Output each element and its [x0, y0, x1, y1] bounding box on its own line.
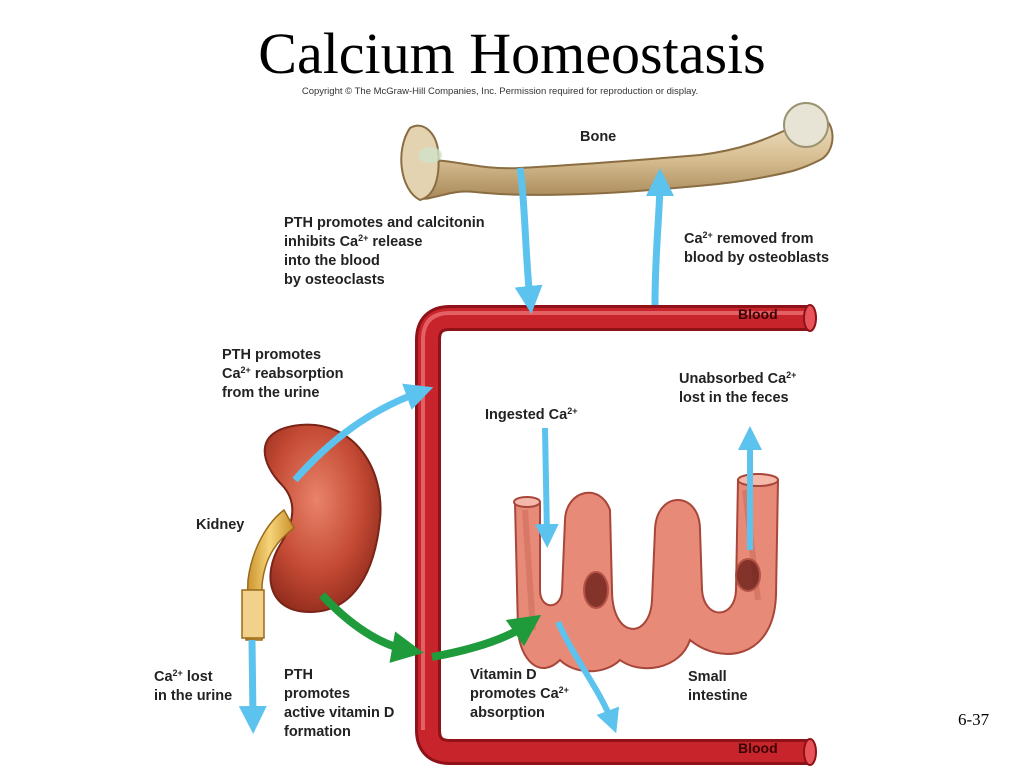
- slide-title: Calcium Homeostasis: [258, 21, 766, 86]
- arrow-ca-lost-in-urine: [238, 639, 267, 734]
- arrow-to-feces-exit: [555, 620, 620, 734]
- blood-label-top: Blood: [738, 306, 778, 322]
- bone: [400, 102, 834, 202]
- vitamin-d-absorption-label: Vitamin D promotes Ca2+ absorption: [470, 667, 569, 721]
- pth-release-label: PTH promotes and calcitonin inhibits Ca2…: [284, 215, 485, 288]
- arrow-ca-removed-by-osteoblasts: [645, 168, 674, 306]
- pth-reabsorption-label: PTH promotes Ca2+ reabsorption from the …: [222, 347, 344, 401]
- ca-lost-in-urine-label: Ca2+ lost in the urine: [154, 668, 233, 705]
- arrow-ca-reabsorption: [292, 383, 434, 483]
- bone-label: Bone: [580, 129, 617, 145]
- small-intestine-label: Small intestine: [688, 669, 748, 704]
- small-intestine: [513, 473, 780, 673]
- kidney: [241, 423, 382, 641]
- arrow-ca-release-to-blood: [514, 167, 543, 314]
- pth-vitamin-d-label: PTH promotes active vitamin D formation: [284, 667, 395, 740]
- unabsorbed-ca-label: Unabsorbed Ca2+ lost in the feces: [679, 370, 797, 407]
- blood-label-bottom: Blood: [738, 740, 778, 756]
- removed-by-osteoblasts-label: Ca2+ removed from blood by osteoblasts: [684, 230, 830, 267]
- arrow-pth-vitamin-d: [319, 592, 424, 663]
- kidney-label: Kidney: [196, 517, 245, 533]
- page-number: 6-37: [958, 710, 990, 729]
- arrow-ingested-ca: [534, 427, 559, 548]
- ingested-ca-label: Ingested Ca2+: [485, 406, 578, 424]
- blood-vessel: [415, 304, 817, 766]
- copyright-notice: Copyright © The McGraw-Hill Companies, I…: [301, 86, 699, 97]
- arrow-vitamin-d-absorption: [431, 614, 542, 661]
